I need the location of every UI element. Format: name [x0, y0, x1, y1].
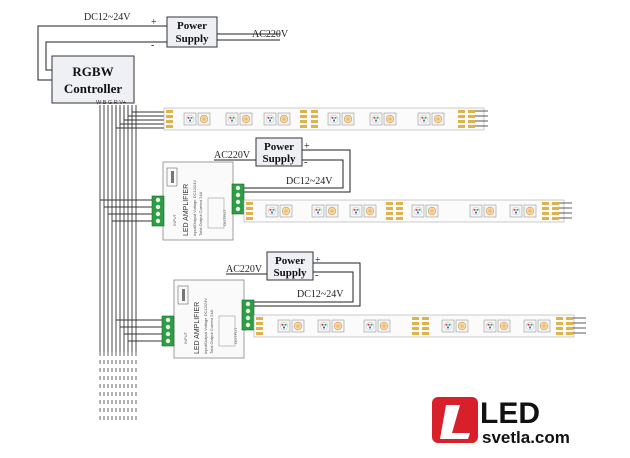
controller-label-1: RGBW: [72, 64, 113, 79]
dc-voltage-bot-label: DC12~24V: [297, 289, 344, 300]
plus-bot-label: +: [315, 255, 321, 266]
controller-label-2: Controller: [64, 81, 122, 96]
strip-3-end-wires: [573, 317, 586, 334]
power-supply-top-line1: Power: [177, 20, 207, 32]
controller-pin-labels: W B G R V+: [96, 100, 126, 106]
amp2-title: LED AMPLIFIER: [194, 302, 201, 354]
controller-output-wires: [99, 105, 164, 352]
power-supply-top-line2: Supply: [175, 33, 209, 45]
minus-mid-label: -: [304, 157, 307, 168]
dc-voltage-top-label: DC12~24V: [84, 12, 131, 23]
wires-top-ps: [37, 25, 280, 81]
power-supply-mid-line2: Supply: [262, 153, 296, 165]
amp2-spec1: Input/Output Voltage DC12/24V: [203, 298, 208, 354]
wires-mid-ps: [214, 149, 351, 193]
power-supply-top: Power Supply: [166, 16, 218, 48]
amp2-spec2: Total Output Current 24A: [209, 309, 214, 354]
led-svetla-logo: LED svetla.com: [432, 397, 570, 447]
amp1-title: LED AMPLIFIER: [183, 184, 190, 236]
led-strip-3: [253, 314, 575, 338]
amp1-input-label: INPUT: [172, 213, 177, 226]
amplifier-1: LED AMPLIFIER Input/Output Voltage DC12/…: [151, 161, 245, 241]
strip-2-end-wires: [559, 202, 572, 219]
power-supply-bot-line1: Power: [275, 255, 305, 267]
minus-top-label: -: [151, 40, 154, 51]
amp1-spec1: Input/Output Voltage DC12/24V: [192, 180, 197, 236]
wires-bot-ps: [226, 262, 361, 307]
plus-mid-label: +: [304, 141, 310, 152]
amp1-input-wires: [100, 199, 152, 222]
dc-voltage-mid-label: DC12~24V: [286, 176, 333, 187]
power-supply-middle: Power Supply: [255, 137, 303, 167]
power-supply-bot-line2: Supply: [273, 267, 307, 279]
power-supply-bottom: Power Supply: [266, 251, 314, 281]
amp2-input-wires: [116, 319, 162, 342]
ac-voltage-bot-label: AC220V: [226, 264, 263, 275]
minus-bot-label: -: [315, 270, 318, 281]
strip-1-end-wires: [475, 110, 488, 127]
amp2-output-label: OUTPUT: [233, 327, 238, 344]
rgbw-controller: RGBW Controller W B G R V+: [51, 55, 135, 106]
amplifier-2: LED AMPLIFIER Input/Output Voltage DC12/…: [161, 279, 255, 359]
amp2-input-label: INPUT: [183, 331, 188, 344]
wire-continuation: [99, 352, 137, 420]
led-strip-2: [243, 199, 565, 223]
amp1-spec2: Total Output Current 24A: [198, 191, 203, 236]
power-supply-mid-line1: Power: [264, 141, 294, 153]
logo-site-text: svetla.com: [482, 428, 570, 447]
ac-voltage-mid-label: AC220V: [214, 150, 251, 161]
amp1-output-label: OUTPUT: [222, 209, 227, 226]
led-strip-1: [163, 107, 485, 131]
plus-top-label: +: [151, 17, 157, 28]
logo-led-text: LED: [480, 397, 540, 430]
